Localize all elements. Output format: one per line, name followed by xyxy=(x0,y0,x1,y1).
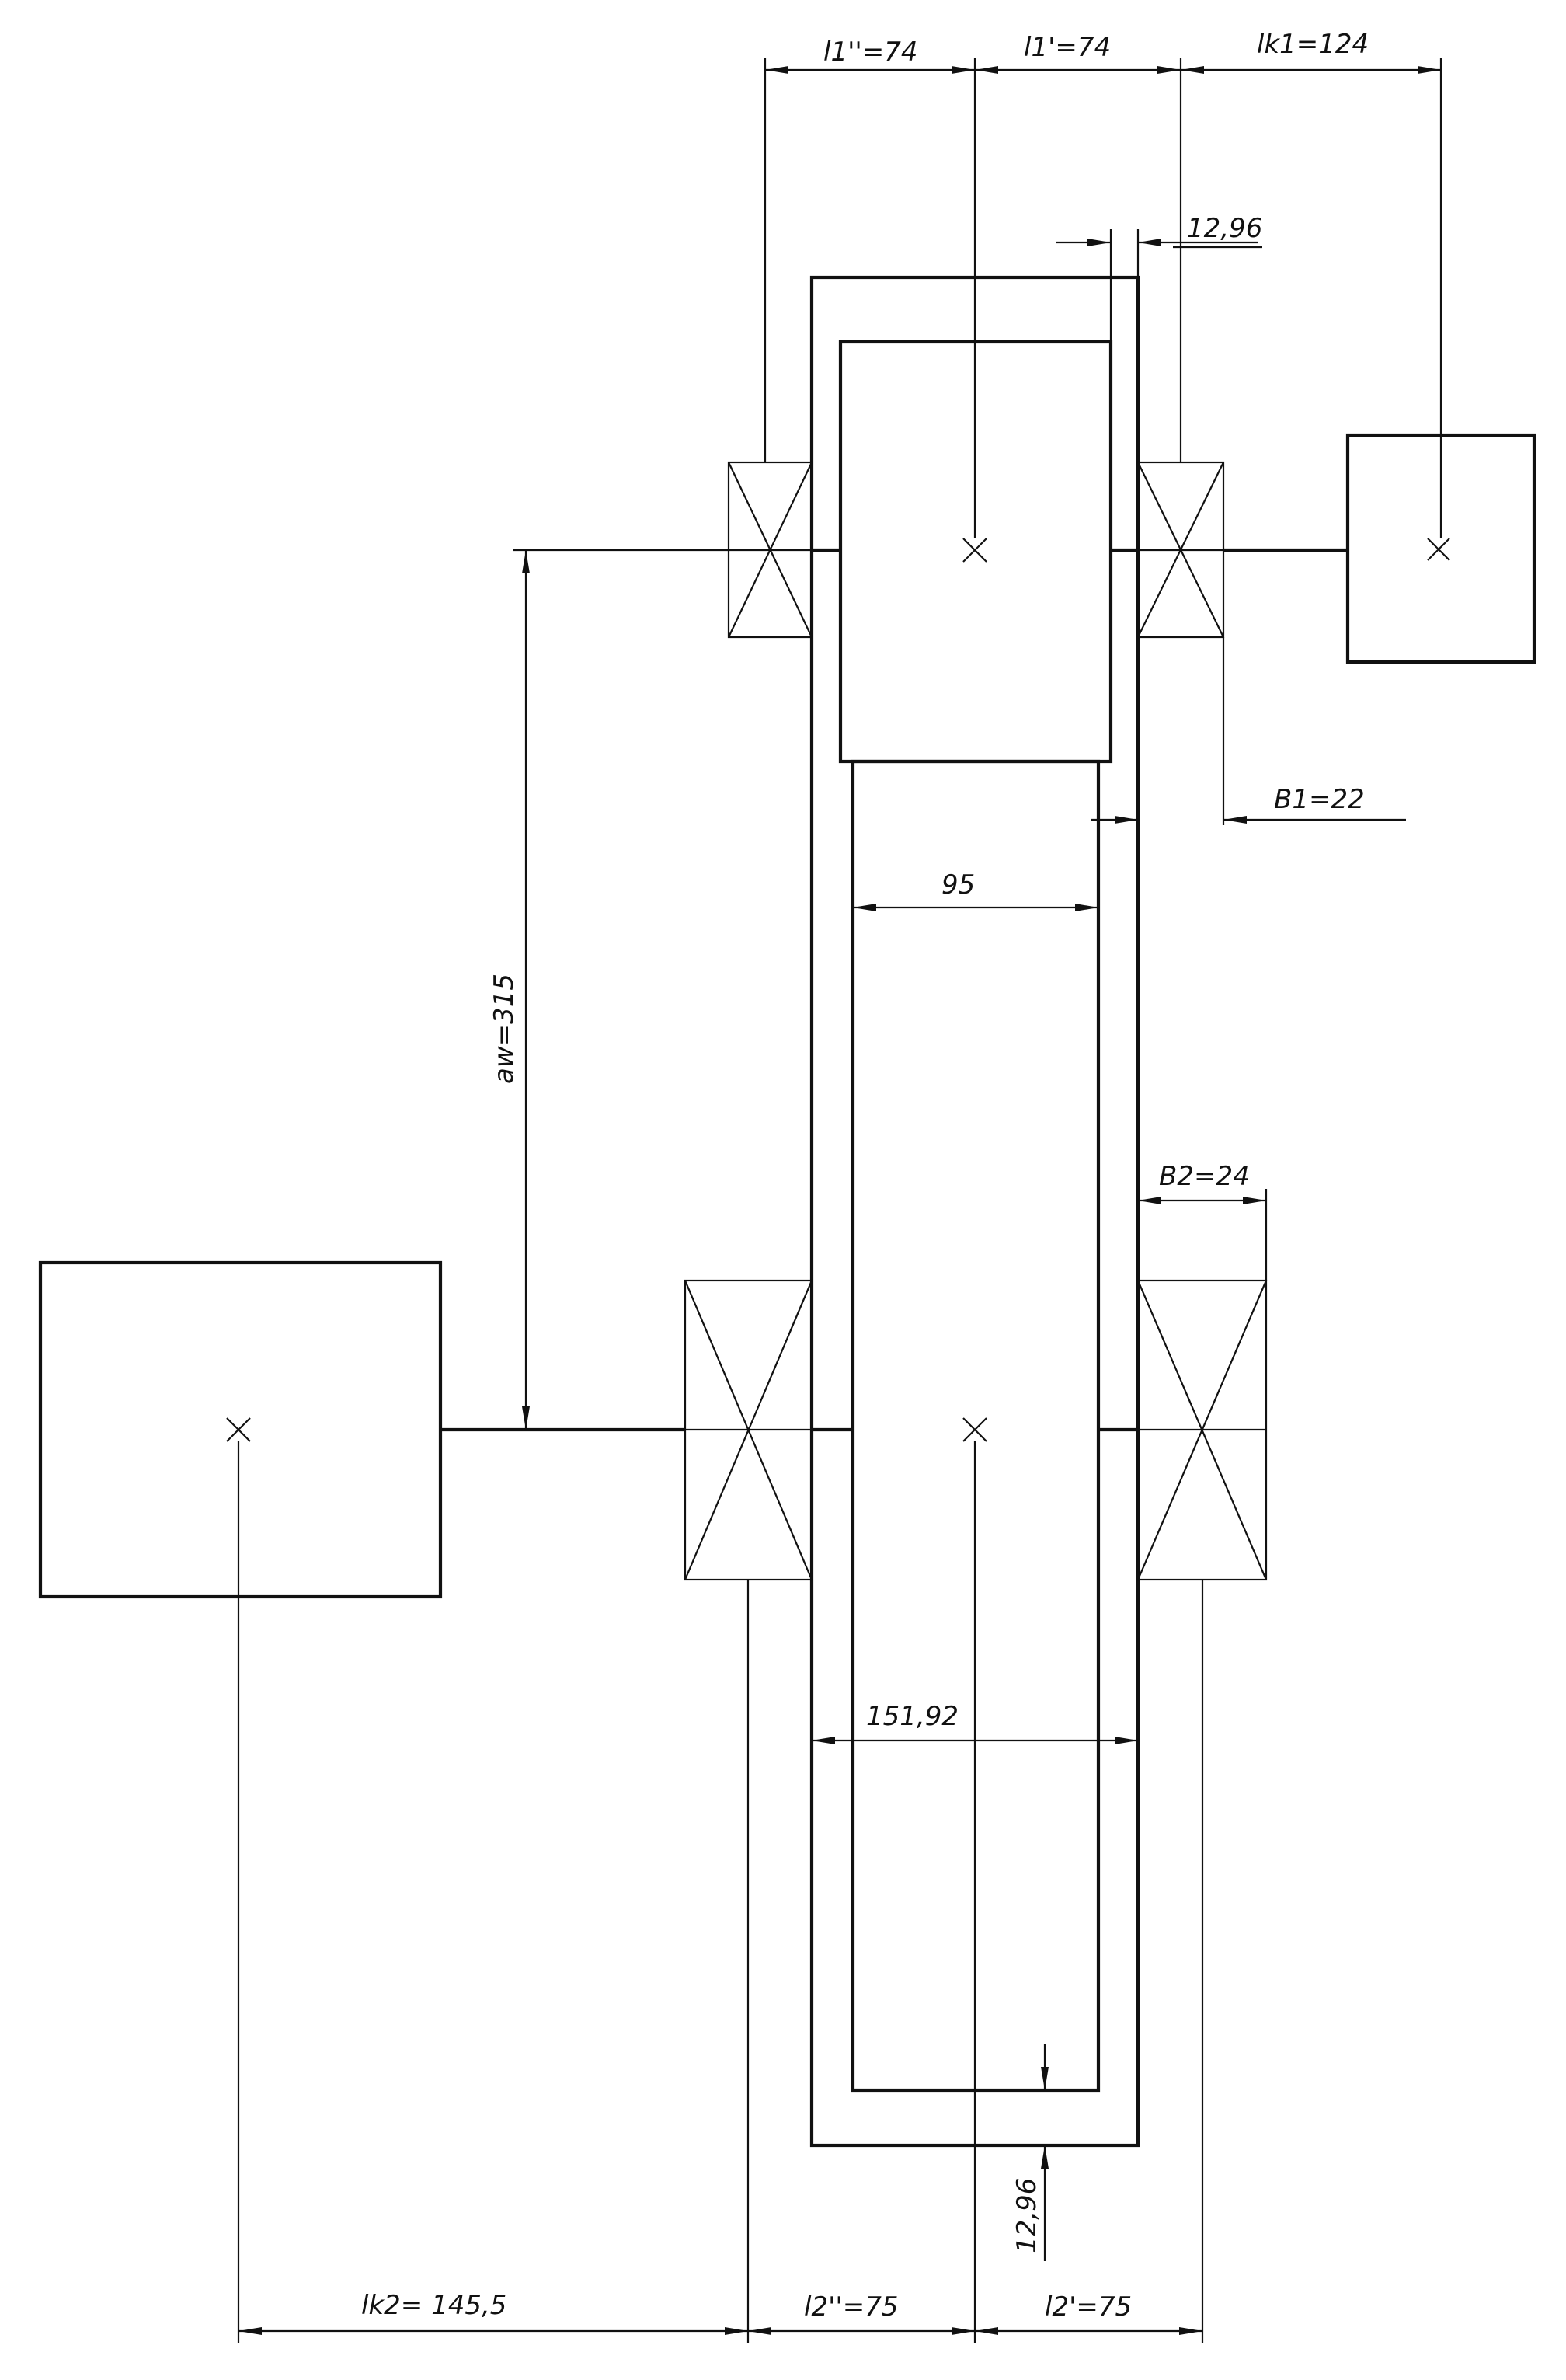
output-coupling-box xyxy=(38,1260,443,1599)
bearing-lower-right xyxy=(1136,1279,1268,1581)
dim-label-lk2: lk2= 145,5 xyxy=(361,2290,506,2321)
dim-label-b2: B2=24 xyxy=(1159,1161,1250,1192)
center-mark-output xyxy=(226,1417,251,1442)
dim-label-l1-prime: l1'=74 xyxy=(1024,32,1111,63)
dim-label-gap-top: 12,96 xyxy=(1187,213,1262,244)
dim-label-aw: aw=315 xyxy=(489,974,520,1084)
extension-lines-bottom xyxy=(237,1189,1268,2343)
center-mark-wheel xyxy=(962,1417,987,1442)
dim-label-l2-double-prime: l2''=75 xyxy=(804,2291,899,2323)
dim-label-b1: B1=22 xyxy=(1274,784,1365,815)
dim-label-wheel-width: 95 xyxy=(941,869,975,901)
center-mark-input xyxy=(1427,538,1450,561)
bearing-upper-left xyxy=(727,461,813,639)
dim-label-l1-double-prime: l1''=74 xyxy=(823,37,918,68)
dim-label-l2-prime: l2'=75 xyxy=(1045,2291,1132,2323)
bearing-lower-left xyxy=(684,1279,813,1581)
bearing-upper-right xyxy=(1136,461,1225,639)
dim-label-gap-bottom: 12,96 xyxy=(1011,2178,1042,2253)
dim-label-housing-width: 151,92 xyxy=(866,1701,959,1732)
dim-label-lk1: lk1=124 xyxy=(1257,29,1369,60)
extension-lines-top xyxy=(513,58,1442,825)
center-mark-pinion xyxy=(962,538,987,563)
